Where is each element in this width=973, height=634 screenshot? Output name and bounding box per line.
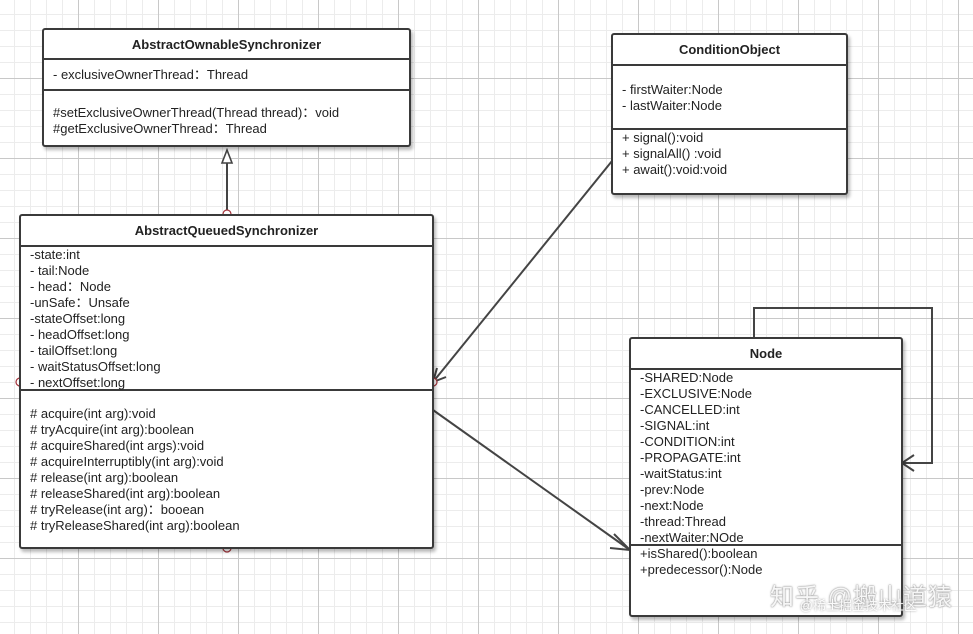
attribute: -state:int [30,247,80,262]
class-name: Node [631,339,901,370]
class-abstract-ownable-synchronizer[interactable]: AbstractOwnableSynchronizer - exclusiveO… [42,28,411,147]
methods-section: #setExclusiveOwnerThread(Thread thread)：… [44,91,409,137]
attribute: -EXCLUSIVE:Node [640,386,752,401]
condition-association-line [432,160,613,383]
aqs-node-association-line [432,409,631,551]
attribute: -SHARED:Node [640,370,734,385]
method: # acquireInterruptibly(int arg):void [30,454,224,469]
attribute: - nextOffset:long [30,375,126,390]
method: + signalAll() :void [622,146,722,161]
watermark: 知乎 @搬山道猿 [769,584,953,611]
method: # acquire(int arg):void [30,406,156,421]
class-name: AbstractOwnableSynchronizer [44,30,409,60]
method: + await():void:void [622,162,728,177]
method: # acquireShared(int args):void [30,438,205,453]
attribute: -next:Node [640,498,704,513]
class-abstract-queued-synchronizer[interactable]: AbstractQueuedSynchronizer -state:int - … [19,214,434,549]
attribute: -stateOffset:long [30,311,126,326]
method: + signal():void [622,130,704,145]
attribute: -unSafe：Unsafe [30,295,130,310]
class-name: AbstractQueuedSynchronizer [21,216,432,247]
attribute: -prev:Node [640,482,705,497]
methods-section: # acquire(int arg):void # tryAcquire(int… [21,391,432,534]
attribute: - waitStatusOffset:long [30,359,161,374]
class-node[interactable]: Node -SHARED:Node -EXCLUSIVE:Node -CANCE… [629,337,903,617]
attribute: - tail:Node [30,263,90,278]
attribute: - tailOffset:long [30,343,118,358]
method: # release(int arg):boolean [30,470,179,485]
attributes-section: - exclusiveOwnerThread：Thread [44,60,409,91]
methods-section: +isShared():boolean +predecessor():Node [631,546,901,578]
attribute: - lastWaiter:Node [622,98,722,113]
class-name: ConditionObject [613,35,846,66]
attributes-section: -SHARED:Node -EXCLUSIVE:Node -CANCELLED:… [631,370,901,546]
watermark-sub: @稀土掘金技术社区 [799,598,917,613]
inheritance-triangle [220,147,234,164]
attribute: -nextWaiter:NOde [640,530,744,545]
method: # tryAcquire(int arg):boolean [30,422,195,437]
arrowhead-node [609,533,633,552]
attribute: -SIGNAL:int [640,418,710,433]
method: # tryReleaseShared(int arg):boolean [30,518,240,533]
arrowhead-aqs [431,367,447,384]
attribute: -CONDITION:int [640,434,735,449]
method: # tryRelease(int arg)：booean [30,502,205,517]
arrowhead-self [900,454,915,472]
attribute: - firstWaiter:Node [622,82,723,97]
attributes-section: -state:int - tail:Node - head：Node -unSa… [21,247,432,391]
attribute: -CANCELLED:int [640,402,740,417]
attribute: -PROPAGATE:int [640,450,741,465]
methods-section: + signal():void + signalAll() :void + aw… [613,130,846,178]
attribute: -thread:Thread [640,514,726,529]
method: #getExclusiveOwnerThread：Thread [53,121,267,136]
method: #setExclusiveOwnerThread(Thread thread)：… [53,105,340,120]
method: # releaseShared(int arg):boolean [30,486,221,501]
attributes-section: - firstWaiter:Node - lastWaiter:Node [613,66,846,130]
attribute: - head：Node [30,279,111,294]
attribute: -waitStatus:int [640,466,722,481]
attribute: - exclusiveOwnerThread：Thread [53,67,249,82]
method: +isShared():boolean [640,546,758,561]
method: +predecessor():Node [640,562,763,577]
attribute: - headOffset:long [30,327,130,342]
class-condition-object[interactable]: ConditionObject - firstWaiter:Node - las… [611,33,848,195]
